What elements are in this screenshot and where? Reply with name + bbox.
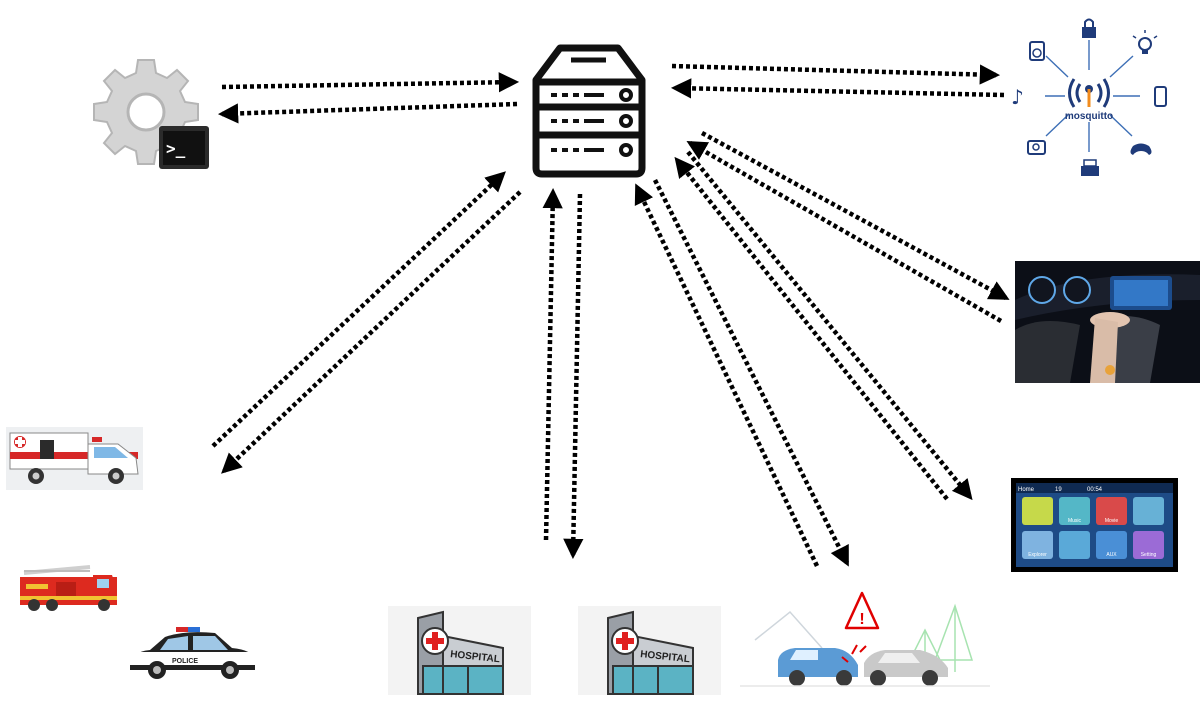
head-unit-tile-label: Explorer	[1028, 552, 1047, 558]
head-unit-tile-label: AUX	[1106, 552, 1117, 558]
washer-icon	[1029, 41, 1045, 61]
mosquitto-center: mosquitto	[1065, 78, 1113, 122]
arrow-server-to-admin	[217, 101, 518, 124]
connection-arrows	[211, 63, 1010, 567]
car-crash-warning-icon: !	[740, 591, 990, 687]
arrow-server-to-ambulance	[221, 190, 522, 474]
head-unit-tile	[1133, 497, 1164, 525]
head-unit-volume: 19	[1055, 487, 1062, 493]
arrow-ambulance-to-server	[211, 171, 506, 448]
arrow-admin-to-server	[221, 72, 520, 93]
police-car-icon: POLICE	[130, 627, 255, 679]
arrow-headunit-to-server	[674, 156, 949, 501]
head-unit-tile	[1096, 497, 1127, 525]
fire-truck-icon	[20, 565, 117, 611]
arrow-server-to-dashboard	[700, 131, 1010, 300]
head-unit-tile-label: Music	[1068, 518, 1082, 524]
svg-text:>_: >_	[166, 139, 186, 158]
car-dashboard-photo	[1015, 261, 1200, 383]
arrow-server-to-mosquitto	[671, 63, 1001, 85]
gamepad-icon	[1130, 143, 1152, 155]
hospital-2-label: HOSPITAL	[640, 649, 691, 665]
head-unit-tile-label: Movie	[1105, 518, 1119, 524]
hospital-icon-2: HOSPITAL	[578, 606, 721, 695]
hospital-icon-1: HOSPITAL	[388, 606, 531, 695]
arrow-server-to-hospital	[563, 193, 584, 560]
music-note-icon: ♪	[1011, 85, 1024, 109]
head-unit-tile	[1133, 531, 1164, 559]
gear-terminal-icon: >_	[93, 59, 209, 169]
mosquitto-label: mosquitto	[1065, 111, 1113, 122]
printer-icon	[1081, 159, 1099, 176]
arrow-server-to-headunit	[686, 150, 973, 501]
head-unit-time: 00:54	[1087, 487, 1103, 493]
server-icon	[532, 44, 646, 178]
head-unit-tile	[1022, 531, 1053, 559]
lightbulb-icon	[1132, 30, 1158, 54]
arrow-hospital-to-server	[542, 187, 563, 541]
head-unit-tile-label: Setting	[1141, 552, 1157, 558]
svg-text:♪: ♪	[1011, 85, 1024, 109]
mosquitto-broker-icon	[1045, 40, 1140, 152]
arrow-dashboard-to-server	[686, 140, 1003, 323]
warning-mark: !	[859, 611, 864, 628]
head-unit-home: Home	[1018, 487, 1035, 493]
head-unit-tile	[1096, 531, 1127, 559]
camera-icon	[1027, 140, 1046, 155]
hospital-1-label: HOSPITAL	[450, 649, 501, 665]
smartphone-icon	[1154, 86, 1167, 107]
head-unit-tile	[1059, 497, 1090, 525]
lock-icon	[1082, 18, 1096, 38]
ambulance-icon	[6, 427, 143, 490]
head-unit-tile	[1059, 531, 1090, 559]
head-unit-tile	[1022, 497, 1053, 525]
arrow-accident-to-server	[634, 183, 820, 567]
arrow-server-to-accident	[652, 178, 850, 567]
arrow-mosquitto-to-server	[670, 78, 1005, 99]
police-label: POLICE	[172, 658, 198, 665]
